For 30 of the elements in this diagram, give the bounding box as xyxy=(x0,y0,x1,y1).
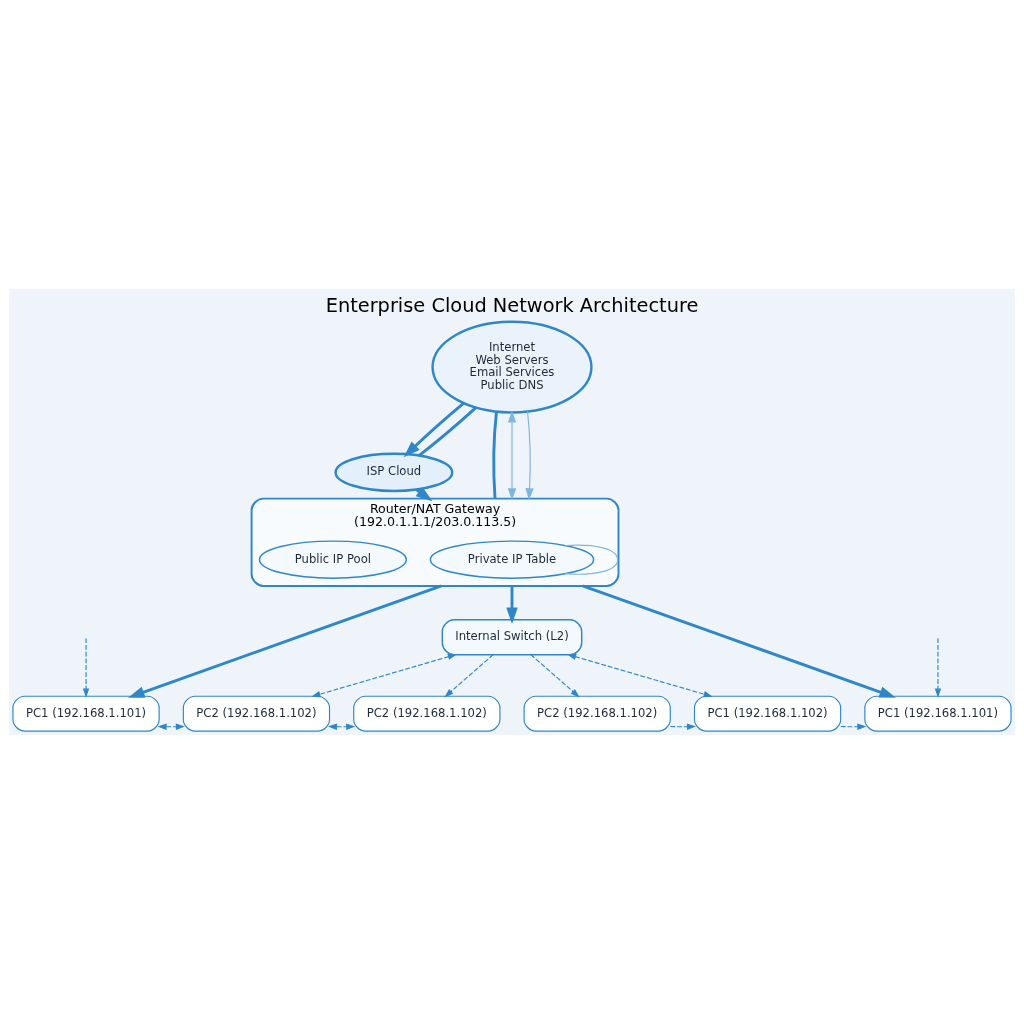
node-box: PC1 (192.168.1.101) xyxy=(864,695,1012,732)
node-box: PC2 (192.168.1.102) xyxy=(353,695,501,732)
arrow xyxy=(669,723,697,730)
arrow xyxy=(525,411,534,501)
arrow xyxy=(934,637,942,698)
diagram-title: Enterprise Cloud Network Architecture xyxy=(325,294,699,318)
arrow xyxy=(567,653,713,698)
arrow xyxy=(128,584,442,698)
arrow xyxy=(82,637,90,698)
arrow xyxy=(840,723,867,730)
node-ellipse: Public IP Pool xyxy=(258,540,408,579)
arrow xyxy=(507,410,517,501)
node-ellipse: Private IP Table xyxy=(429,540,595,579)
arrow xyxy=(582,584,896,698)
arrow xyxy=(506,585,518,624)
node-box: PC1 (192.168.1.101) xyxy=(12,695,160,732)
node-box: PC2 (192.168.1.102) xyxy=(182,695,331,732)
arrow xyxy=(403,401,465,458)
connector xyxy=(418,406,478,457)
arrow xyxy=(444,654,494,698)
arrow xyxy=(327,723,356,730)
node-box: PC2 (192.168.1.102) xyxy=(523,695,671,732)
node-ellipse: Internet Web Servers Email Services Public DNS xyxy=(431,320,593,414)
node-box: Internal Switch (L2) xyxy=(441,619,583,656)
arrow xyxy=(530,654,580,698)
connector xyxy=(564,544,619,575)
arrow xyxy=(157,723,185,730)
arrow xyxy=(311,653,457,698)
node-box: PC1 (192.168.1.102) xyxy=(693,695,842,732)
connector xyxy=(492,411,498,499)
